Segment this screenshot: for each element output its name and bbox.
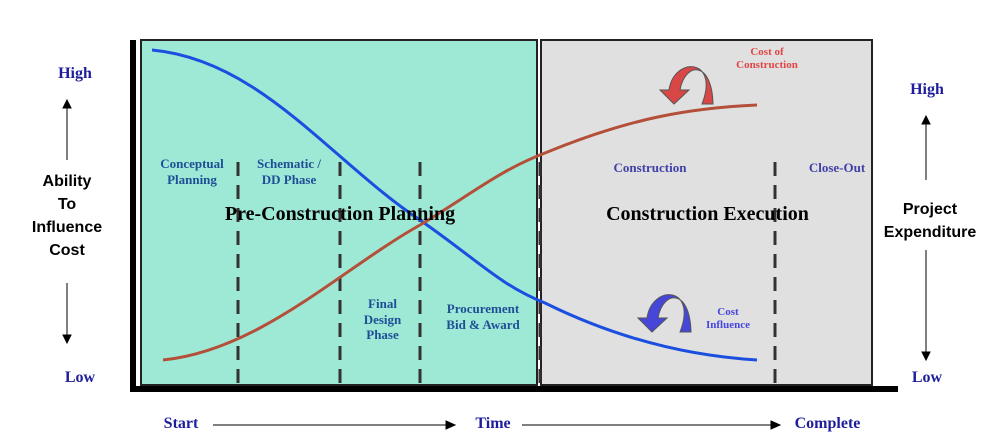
left-low-label: Low bbox=[64, 369, 96, 386]
phase-dividers bbox=[236, 162, 777, 388]
left-axis-label: Ability To Influence Cost bbox=[31, 173, 103, 259]
cost-arrow-icon bbox=[658, 66, 714, 105]
pre-construction-title: Pre-Construction Planning bbox=[224, 203, 456, 225]
cost-of-construction-label: Cost of Construction bbox=[736, 46, 798, 72]
influence-arrow-icon bbox=[636, 294, 692, 333]
construction-execution-title: Construction Execution bbox=[606, 203, 809, 225]
complete-label: Complete bbox=[794, 415, 861, 432]
start-label: Start bbox=[163, 415, 199, 432]
phase-construction: Construction bbox=[613, 160, 687, 175]
x-axis bbox=[130, 386, 898, 392]
left-high-label: High bbox=[58, 65, 92, 82]
phase-schematic: Schematic / DD Phase bbox=[257, 156, 321, 187]
y-axis bbox=[130, 40, 136, 392]
phase-procurement: Procurement Bid & Award bbox=[446, 301, 520, 332]
phase-conceptual: Conceptual Planning bbox=[160, 156, 224, 187]
phase-final-design: Final Design Phase bbox=[363, 296, 402, 343]
time-label: Time bbox=[475, 415, 511, 432]
right-axis-label: Project Expenditure bbox=[883, 201, 977, 241]
right-low-label: Low bbox=[911, 369, 943, 386]
cost-influence-curve bbox=[151, 48, 758, 362]
right-high-label: High bbox=[910, 81, 944, 98]
phase-closeout: Close-Out bbox=[808, 160, 866, 175]
cost-of-construction-curve bbox=[162, 103, 758, 362]
cost-influence-label: Cost Influence bbox=[706, 306, 750, 332]
